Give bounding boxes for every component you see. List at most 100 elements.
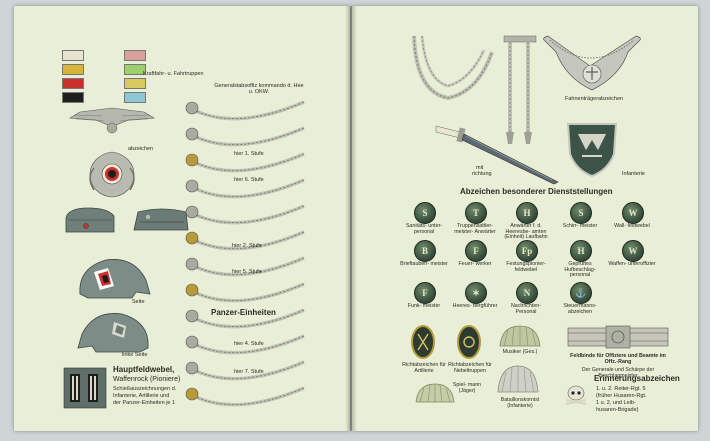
tunic-desc-3: der Panzer-Einheiten je 1 xyxy=(113,400,176,406)
stufe-label-1: hier 1. Stufe xyxy=(234,151,264,157)
specialist-badge-label: Steuermanns- abzeichen xyxy=(563,303,597,315)
specialist-badge-label: Schirr- meister xyxy=(562,223,598,229)
specialist-badge-label: Brieftauben- meister xyxy=(400,261,448,267)
collar-tabs-icon xyxy=(63,367,107,409)
gorget-icon xyxy=(543,35,641,91)
color-swatch xyxy=(124,50,146,61)
book-gutter xyxy=(345,6,357,431)
specialist-badge-icon: B xyxy=(414,240,436,262)
bandsman-swallow-nest-icon xyxy=(415,383,455,403)
lanyard-shield-icon xyxy=(185,101,199,115)
field-sash-sub: Der Generale und Schärpe der Beschlagmei… xyxy=(581,367,655,379)
infantry-shield-icon xyxy=(566,123,618,178)
specialist-badge-icon: W xyxy=(622,240,644,262)
swatch-caption: Kraftfahr- u. Fahrtruppen xyxy=(143,71,204,77)
specialist-badge-label: Nachrichten- Personal xyxy=(510,303,542,315)
lanyard-shield-icon xyxy=(185,309,199,323)
lanyard-shield-icon xyxy=(185,127,199,141)
artillery-gunlayer-badge-icon xyxy=(411,325,435,359)
helmet-right-side-icon xyxy=(79,259,151,299)
lanyard-shield-icon xyxy=(185,387,199,401)
specialist-badge-label: Geprüftes Hufbeschlag- personal xyxy=(564,261,596,279)
smoke-troops-gunlayer-badge-icon xyxy=(457,325,481,359)
specialist-badge-label: Funk- meister xyxy=(407,303,441,309)
lanyard-braid xyxy=(189,309,305,328)
color-swatch xyxy=(124,64,146,75)
lanyard-braid xyxy=(189,257,305,276)
helmet-left-side-icon xyxy=(77,313,149,353)
specialist-badge-label: Sanitäts- unter- personal xyxy=(405,223,443,235)
memorial-text-1: 1. u. 2. Reiter-Rgt. 5 xyxy=(596,386,646,392)
lanyard-shield-icon xyxy=(185,179,199,193)
lanyard-braid xyxy=(189,387,305,406)
specialist-badge-icon: S xyxy=(570,202,592,224)
gorget-label: Fahnenträgerabzeichen xyxy=(565,96,624,102)
specialist-badge-icon: S xyxy=(414,202,436,224)
specialist-badge-icon: W xyxy=(622,202,644,224)
lanyard-shield-icon xyxy=(185,257,199,271)
lanyard-cord xyxy=(189,100,305,121)
specialist-badge-icon: F xyxy=(414,282,436,304)
field-sash-icon xyxy=(567,325,669,349)
label-field-sash: Feldbinde für Offiziere und Beamte im Of… xyxy=(570,353,666,365)
tunic-subtitle: Waffenrock (Pioniere) xyxy=(113,376,181,383)
lanyard-shield-icon xyxy=(185,335,199,349)
lanyard-braid xyxy=(189,283,305,302)
eagle-cockade-icon xyxy=(69,107,155,198)
specialist-badge-icon: ⚓ xyxy=(570,282,592,304)
stufe-label-5: hier 5. Stufe xyxy=(232,269,262,275)
specialist-badge-label: Truppensattler- meister- Anwärter xyxy=(454,223,496,235)
dagger-label-1: mit xyxy=(476,165,484,171)
field-cap-front-icon xyxy=(65,207,115,233)
lanyard-shield-icon xyxy=(185,153,199,167)
lanyard-braid xyxy=(189,153,305,172)
color-swatch xyxy=(124,78,146,89)
helmet-label-left: linke Seite xyxy=(122,352,148,358)
dagger-icon xyxy=(435,125,559,185)
specialist-badge-label: Waffen- unteroffizier xyxy=(608,261,656,267)
tunic-desc-2: Infanterie, Artillerie und xyxy=(113,393,170,399)
specialist-badge-label: Festungspionier- feldwebel xyxy=(506,261,546,273)
label-bandsman: Spiel- mann (Jäger) xyxy=(452,382,482,394)
specialist-badge-label: Anwärter f. d. Heeresbe- amten (Einheit)… xyxy=(504,223,548,241)
memorial-title: Erinnerungsabzeichen xyxy=(594,374,680,383)
color-swatch xyxy=(62,78,84,89)
memorial-text-3: 1 u. 2, und Leib- xyxy=(596,400,636,406)
specialist-badge-icon: T xyxy=(465,202,487,224)
specialist-badge-icon: F xyxy=(465,240,487,262)
specialist-badge-label: Wall- feldwebel xyxy=(614,223,650,229)
specialist-badge-label: Feuer- werker xyxy=(458,261,492,267)
helmet-label-right: Seite xyxy=(132,299,145,305)
label-artillery-gunlayer: Richtabzeichen für Artillerie xyxy=(402,362,446,374)
color-swatch xyxy=(62,92,84,103)
lanyard-braid xyxy=(189,361,305,380)
lanyard-cord xyxy=(189,204,305,225)
marksmanship-lanyards xyxy=(185,100,305,407)
lanyard-braid xyxy=(189,205,305,224)
cords-title: Generalstabsoffiz kommando d. Hee u. OKW… xyxy=(214,83,304,95)
memorial-text-4: husaren-Brigade) xyxy=(596,407,639,413)
specialist-badge-label: Heeres- bergführer xyxy=(452,303,498,309)
lanyard-cord xyxy=(189,126,305,147)
memorial-text-2: (früher Husaren-Rgt. xyxy=(596,393,647,399)
lanyard-cord xyxy=(189,282,305,303)
tunic-title: Hauptfeldwebel, xyxy=(113,365,175,374)
stufe-label-4: hier 4. Stufe xyxy=(234,341,264,347)
specialist-badge-icon: H xyxy=(516,202,538,224)
color-swatch xyxy=(62,64,84,75)
lanyard-shield-icon xyxy=(185,361,199,375)
lanyard-braid xyxy=(189,231,305,250)
label-bugler: Bataillonskornist (Infanterie) xyxy=(500,397,540,409)
skull-badge-icon xyxy=(565,385,587,405)
aiguillette-icon xyxy=(412,35,494,101)
stufe-label-6: hier 6. Stufe xyxy=(234,177,264,183)
tunic-desc-1: Schießauszeichnungen d. xyxy=(113,386,177,392)
lanyard-shield-icon xyxy=(185,231,199,245)
label-musician: Musiker (Ges.) xyxy=(502,349,538,355)
color-swatch xyxy=(124,92,146,103)
lanyard-braid xyxy=(189,179,305,198)
eagle-label: abzeichen xyxy=(128,146,154,152)
bugler-swallow-nest-icon xyxy=(497,365,539,393)
lanyard-braid xyxy=(189,127,305,146)
specialist-badge-icon: H xyxy=(570,240,592,262)
